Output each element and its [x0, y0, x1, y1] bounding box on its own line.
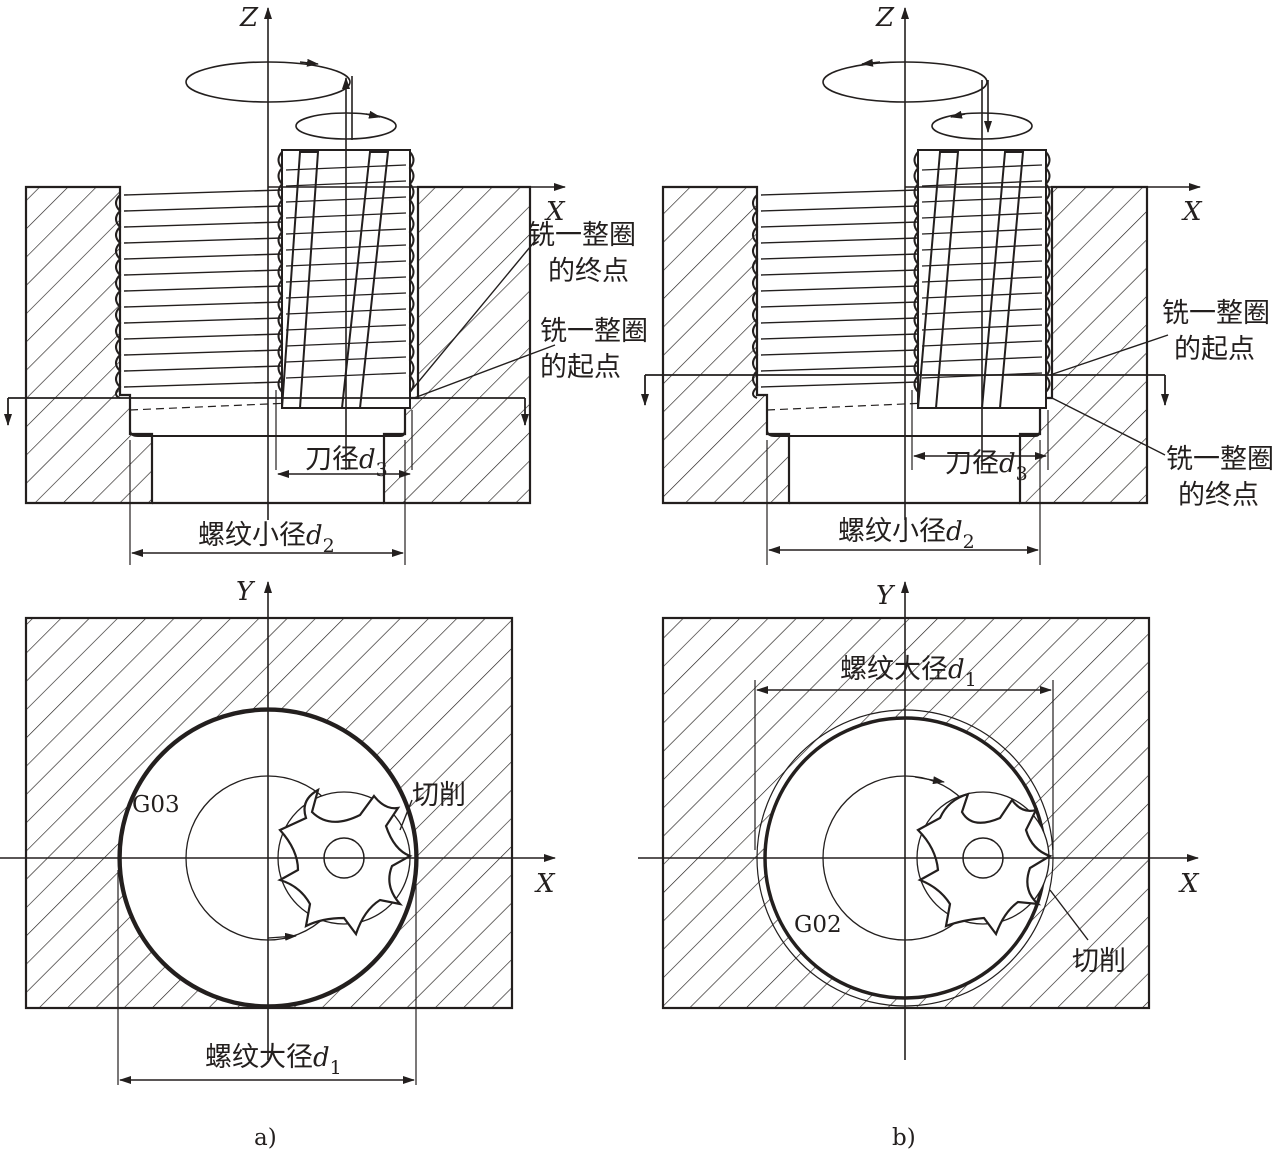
workpiece-section-right-b: [1018, 185, 1149, 505]
gcode-label-b: G02: [794, 912, 842, 938]
cut-label-b: 切削: [1072, 946, 1126, 977]
x-axis-label-b: X: [1181, 197, 1203, 227]
end-point-label-a-line1: 铣一整圈: [528, 220, 636, 251]
start-point-label-b-line1: 铣一整圈: [1162, 298, 1270, 329]
tool-dia-label-a: 刀径d3: [305, 444, 388, 481]
cut-label-a: 切削: [412, 780, 466, 811]
end-point-label-b-line2: 的终点: [1178, 480, 1259, 511]
x-axis-label-a: X: [544, 197, 566, 227]
internal-thread-profile-b: [752, 194, 759, 399]
minor-dia-label-a: 螺纹小径d2: [198, 520, 335, 557]
major-dia-label-a: 螺纹大径d1: [205, 1042, 342, 1079]
thread-lines-b: [760, 189, 919, 388]
hole-bottom-a: [129, 398, 406, 437]
orbit-rotation-a: [185, 61, 351, 103]
major-dia-label-b: 螺纹大径d1: [840, 654, 977, 691]
y-axis-label-a: Y: [236, 577, 256, 607]
internal-thread-profile-a: [115, 194, 122, 399]
tool-dia-label-b: 刀径d3: [945, 448, 1028, 485]
z-axis-label-b: Z: [875, 3, 895, 33]
gcode-label-a: G03: [132, 792, 180, 818]
orbit-rotation-b: [822, 61, 988, 103]
y-axis-label-b: Y: [876, 581, 896, 611]
panel-a-top-view: [0, 581, 556, 1085]
start-point-label-a-line2: 的起点: [540, 352, 621, 383]
workpiece-section-left-a: [24, 185, 154, 505]
end-point-label-b-line1: 铣一整圈: [1166, 444, 1274, 475]
z-axis-label-a: Z: [239, 3, 259, 33]
end-point-label-a-line2: 的终点: [548, 256, 629, 287]
cut-leader-a: [399, 799, 413, 831]
end-point-leader-b: [1051, 397, 1166, 456]
panel-a-side-view: [4, 7, 566, 565]
thread-mill-tool-a: [277, 149, 415, 409]
start-point-label-b-line2: 的起点: [1174, 334, 1255, 365]
panel-b-top-view: [638, 581, 1199, 1060]
thread-lines-a: [123, 189, 283, 388]
caption-a: a): [254, 1125, 277, 1151]
minor-dia-label-b: 螺纹小径d2: [838, 516, 975, 553]
x-axis-label-top-a: X: [534, 869, 556, 899]
workpiece-section-left-b: [661, 185, 791, 505]
start-point-leader-a: [413, 344, 556, 399]
caption-b: b): [892, 1125, 916, 1151]
cut-leader-b: [1049, 889, 1089, 941]
start-point-leader-b: [1049, 334, 1169, 376]
start-point-label-a-line1: 铣一整圈: [540, 316, 648, 347]
end-point-leader-a: [409, 234, 541, 393]
spindle-rotation-b: [931, 112, 1033, 140]
x-axis-label-top-b: X: [1178, 869, 1200, 899]
spindle-rotation-a: [295, 112, 397, 140]
panel-b-side-view: [641, 7, 1201, 565]
